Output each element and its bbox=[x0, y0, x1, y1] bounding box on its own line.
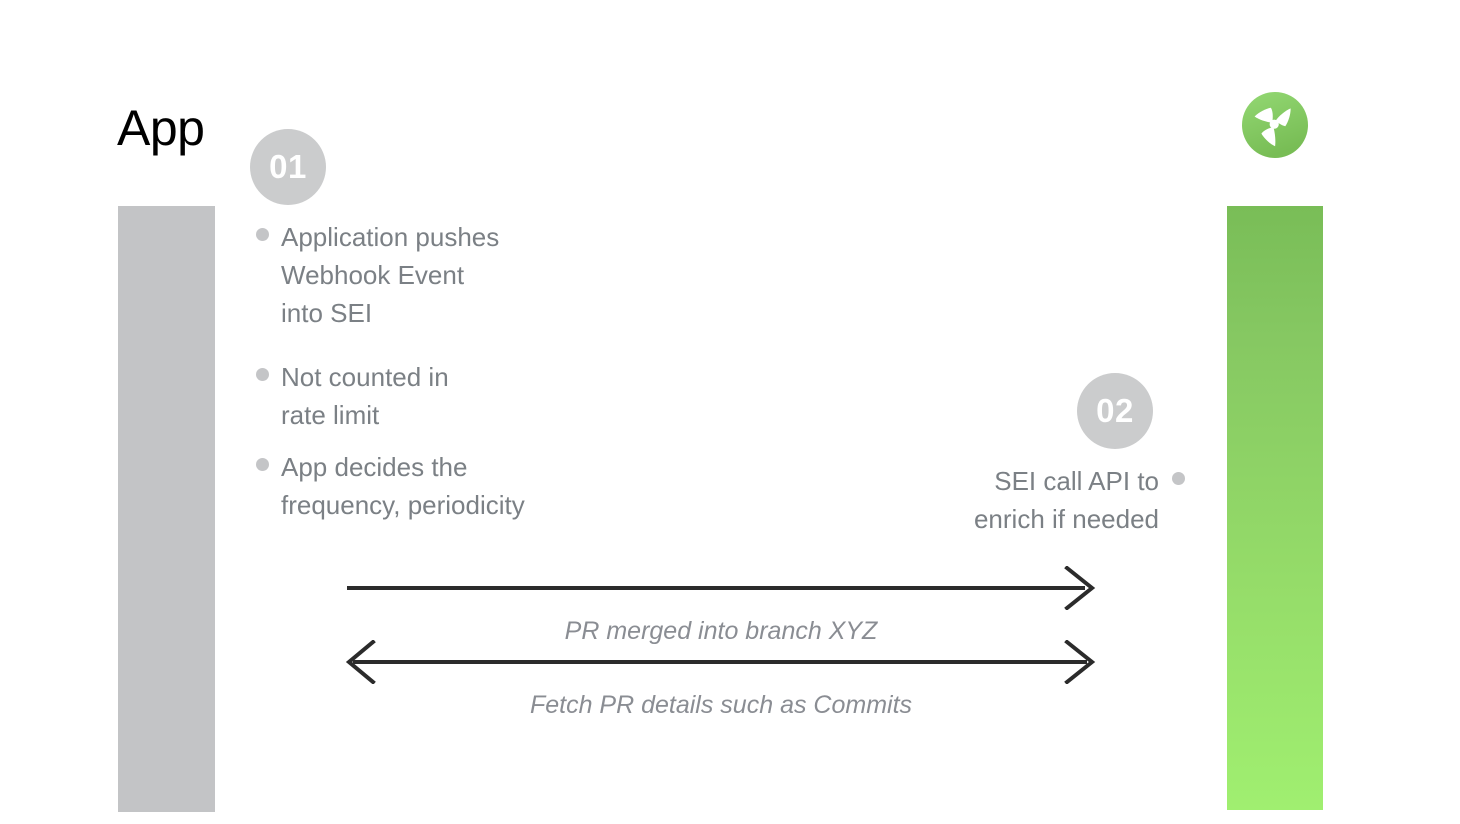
harness-propeller-logo-icon bbox=[1241, 91, 1309, 159]
pr-merged-arrow-label: PR merged into branch XYZ bbox=[564, 617, 878, 645]
page-title: App bbox=[117, 100, 205, 156]
fetch-pr-details-arrow-label: Fetch PR details such as Commits bbox=[529, 691, 913, 719]
step-badge-01: 01 bbox=[250, 129, 326, 205]
fetch-pr-details-arrow: Fetch PR details such as Commits bbox=[345, 640, 1097, 720]
bullet-dot-icon bbox=[256, 458, 269, 471]
list-item-label: Application pushes Webhook Event into SE… bbox=[281, 222, 500, 328]
step-02-bullet-list: SEI call API to enrich if needed bbox=[760, 462, 1185, 538]
list-item-label: Not counted in rate limit bbox=[281, 362, 449, 430]
list-item: App decides the frequency, periodicity bbox=[256, 448, 676, 524]
list-item-label: App decides the frequency, periodicity bbox=[281, 452, 525, 520]
list-item: Application pushes Webhook Event into SE… bbox=[256, 218, 676, 332]
bullet-dot-icon bbox=[256, 228, 269, 241]
app-lane-bar bbox=[118, 206, 215, 812]
list-item-label: SEI call API to enrich if needed bbox=[973, 466, 1159, 534]
bullet-dot-icon bbox=[1172, 472, 1185, 485]
bullet-dot-icon bbox=[256, 368, 269, 381]
step-01-bullet-list: Application pushes Webhook Event into SE… bbox=[256, 218, 676, 524]
list-item: SEI call API to enrich if needed bbox=[760, 462, 1185, 538]
sei-lane-bar bbox=[1227, 206, 1323, 810]
pr-merged-arrow: PR merged into branch XYZ bbox=[345, 566, 1097, 646]
step-badge-02: 02 bbox=[1077, 373, 1153, 449]
list-item: Not counted in rate limit bbox=[256, 358, 676, 434]
